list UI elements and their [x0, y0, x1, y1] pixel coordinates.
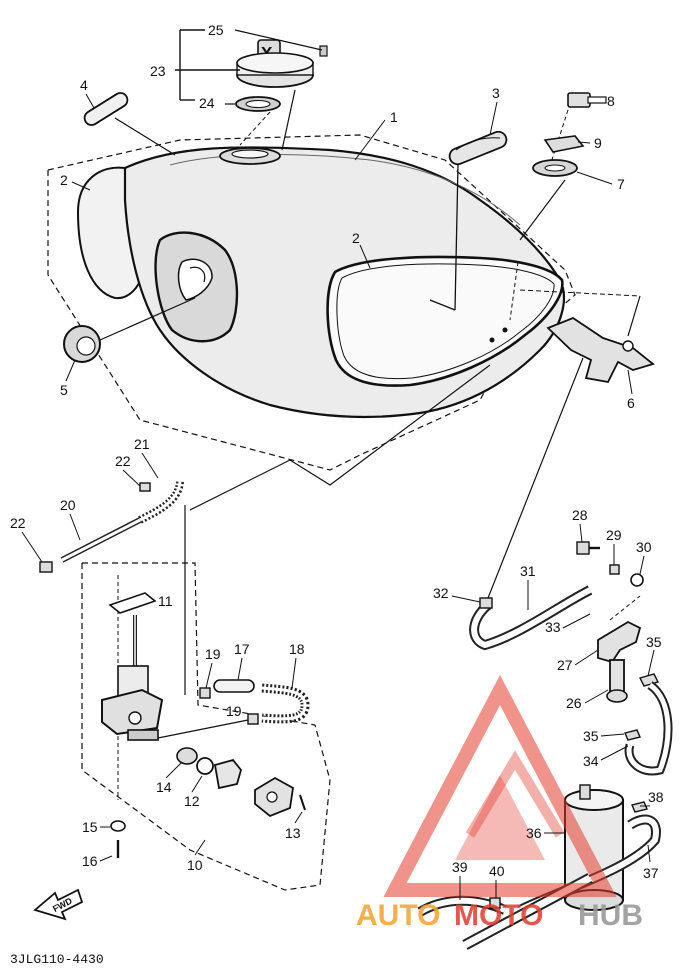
cap-mark: Y: [262, 44, 272, 60]
fuel-cap-assembly: Y: [235, 39, 328, 151]
part-labels: 1 2 2 3 4 5 6 7 8 9 10 11 12 13 14 15 16…: [10, 22, 664, 900]
label-29: 29: [606, 527, 622, 543]
label-18: 18: [289, 641, 305, 657]
label-10: 10: [187, 857, 203, 873]
label-19b: 19: [226, 703, 242, 719]
label-5: 5: [60, 382, 68, 398]
forward-arrow-icon: FWD: [33, 888, 84, 921]
drawing-code: 3JLG110-4430: [10, 952, 104, 967]
label-4: 4: [80, 77, 88, 93]
watermark-triangle-icon: [383, 674, 617, 897]
watermark-text-moto: MOTO: [454, 899, 543, 932]
label-39: 39: [452, 859, 468, 875]
label-6: 6: [627, 395, 635, 411]
label-22a: 22: [115, 453, 131, 469]
label-15: 15: [82, 819, 98, 835]
label-17: 17: [234, 641, 250, 657]
label-35a: 35: [646, 634, 662, 650]
label-23: 23: [150, 63, 166, 79]
label-14: 14: [156, 779, 172, 795]
label-26: 26: [566, 695, 582, 711]
label-40: 40: [489, 863, 505, 879]
label-1: 1: [390, 109, 398, 125]
label-22b: 22: [10, 515, 26, 531]
label-38: 38: [648, 789, 664, 805]
label-31: 31: [520, 563, 536, 579]
label-24: 24: [199, 95, 215, 111]
label-16: 16: [82, 853, 98, 869]
label-33: 33: [545, 619, 561, 635]
label-25: 25: [208, 22, 224, 38]
label-28: 28: [572, 507, 588, 523]
label-7: 7: [617, 176, 625, 192]
label-2b: 2: [352, 230, 360, 246]
petcock-parts: [39, 364, 491, 858]
label-35b: 35: [583, 728, 599, 744]
watermark-text-hub: HUB: [578, 899, 643, 932]
fuel-tank: [76, 146, 565, 419]
label-13: 13: [285, 825, 301, 841]
label-3: 3: [492, 85, 500, 101]
label-37: 37: [643, 865, 659, 881]
label-11: 11: [158, 593, 173, 609]
label-9: 9: [594, 135, 602, 151]
label-21: 21: [134, 436, 150, 452]
label-8: 8: [607, 93, 615, 109]
petcock-group-outline: [81, 562, 331, 891]
emblem-and-fasteners: [63, 92, 655, 384]
label-2a: 2: [60, 172, 68, 188]
label-34: 34: [583, 753, 599, 769]
label-32: 32: [433, 585, 449, 601]
label-30: 30: [636, 539, 652, 555]
label-19a: 19: [205, 646, 221, 662]
watermark-text-auto: AUTO: [356, 899, 440, 932]
label-12: 12: [184, 793, 200, 809]
label-20: 20: [60, 497, 76, 513]
label-27: 27: [557, 657, 573, 673]
watermark: AUTO MOTO HUB: [356, 674, 643, 932]
label-36: 36: [526, 825, 542, 841]
